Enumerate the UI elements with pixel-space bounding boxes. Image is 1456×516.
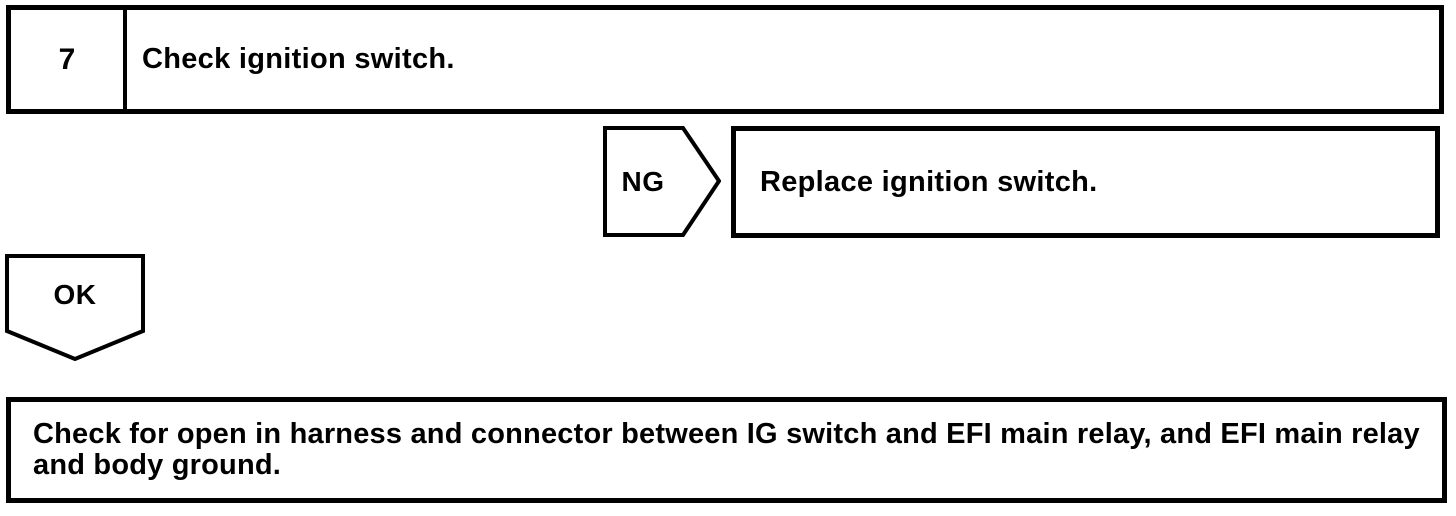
ng-action-text: Replace ignition switch.: [760, 165, 1098, 198]
next-step-text: Check for open in harness and connector …: [33, 418, 1420, 481]
next-step-box: Check for open in harness and connector …: [6, 397, 1447, 503]
ok-pentagon-down-icon: [5, 254, 145, 361]
ok-connector: OK: [5, 254, 145, 361]
ng-connector: NG: [603, 126, 721, 237]
step-instruction: Check ignition switch.: [142, 43, 455, 75]
ng-action-box: Replace ignition switch.: [731, 126, 1440, 238]
step-box: 7 Check ignition switch.: [6, 5, 1444, 114]
ng-label: NG: [621, 165, 665, 197]
ok-label: OK: [53, 278, 97, 310]
ng-pentagon-right-icon: [603, 126, 721, 237]
step-number: 7: [11, 10, 127, 109]
